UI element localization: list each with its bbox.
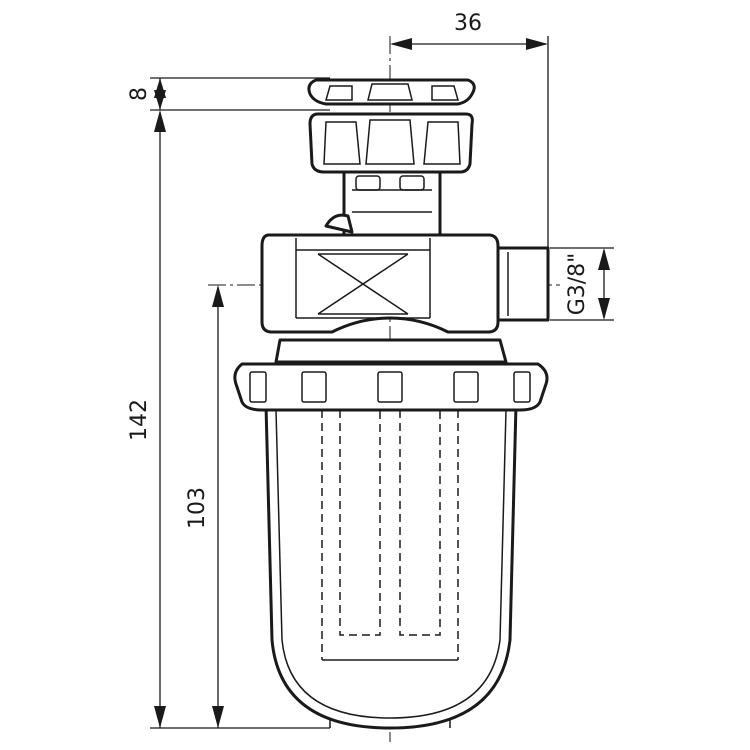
filter-bowl bbox=[264, 403, 518, 730]
dimension-103-label: 103 bbox=[185, 487, 210, 529]
dimension-thread: G3/8" bbox=[550, 247, 614, 321]
dimension-36: 36 bbox=[390, 11, 549, 248]
hex-nut bbox=[308, 112, 474, 174]
dimension-thread-label: G3/8" bbox=[565, 253, 590, 316]
dimension-142: 142 bbox=[127, 110, 330, 729]
dimension-142-label: 142 bbox=[127, 399, 152, 441]
dimension-8: 8 bbox=[127, 77, 330, 111]
bowl-ring bbox=[233, 338, 549, 412]
dimension-8-label: 8 bbox=[127, 87, 152, 101]
outlet-thread bbox=[496, 246, 550, 322]
filter-insert bbox=[321, 410, 459, 660]
dimension-103: 103 bbox=[185, 285, 224, 728]
top-cap bbox=[307, 78, 476, 106]
filter-head-housing bbox=[260, 170, 500, 334]
dimension-36-label: 36 bbox=[454, 11, 482, 36]
